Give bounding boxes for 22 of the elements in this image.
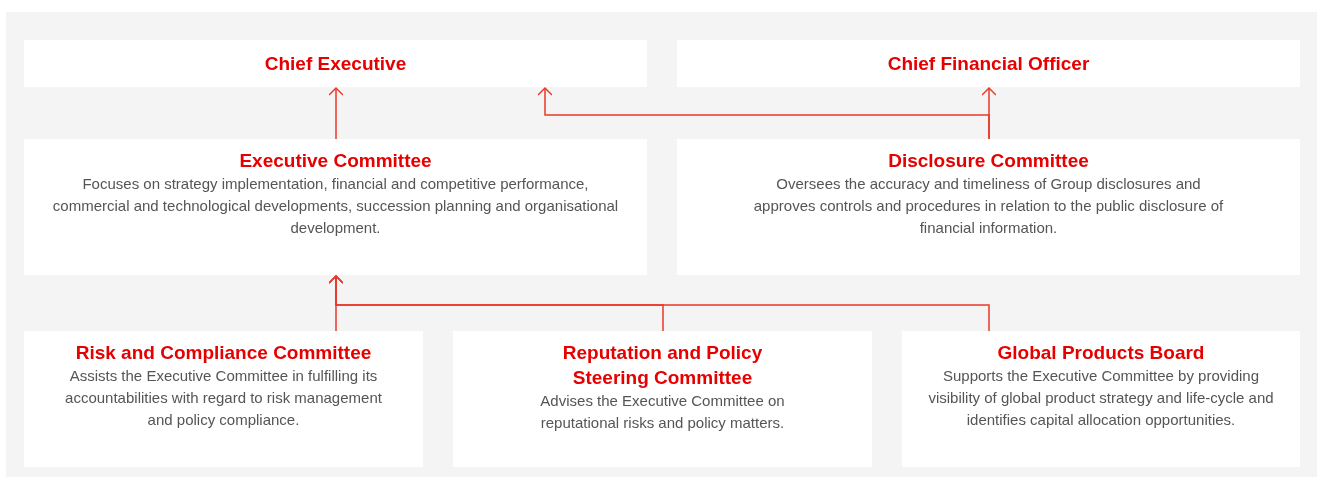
box-heading: Chief Executive [264,52,407,76]
box-description: Oversees the accuracy and timeliness of Group disclosures and approves controls and procedures in relation to the public disclosure of financial information. [752,174,1225,238]
connector-arrow [537,87,990,140]
box-heading: Chief Financial Officer [887,52,1090,76]
committee-box [677,139,1300,275]
connector-arrow [328,275,990,332]
connector-arrow [328,87,344,140]
committee-box [902,331,1300,467]
box-description: Focuses on strategy implementation, financial and competitive performance, commercial and technological developments, succession planning and organisational development. [51,174,620,238]
box-description: Assists the Executive Committee in fulfilling its accountabilities with regard to risk management and policy compliance. [64,366,383,430]
box-heading: Risk and Compliance Committee [75,341,372,365]
box-heading: Global Products Board [997,341,1205,365]
committee-box [24,139,647,275]
box-description: Supports the Executive Committee by providing visibility of global product strategy and life-cycle and identifies capital allocation opportunities. [927,366,1275,430]
committee-box [24,331,423,467]
committee-box [677,40,1300,87]
committee-box [453,331,872,467]
box-description: Advises the Executive Committee on reputational risks and policy matters. [539,391,786,433]
committee-box [24,40,647,87]
box-heading: Disclosure Committee [888,149,1089,173]
box-heading: Reputation and Policy Steering Committee [561,341,764,390]
box-heading: Executive Committee [239,149,432,173]
